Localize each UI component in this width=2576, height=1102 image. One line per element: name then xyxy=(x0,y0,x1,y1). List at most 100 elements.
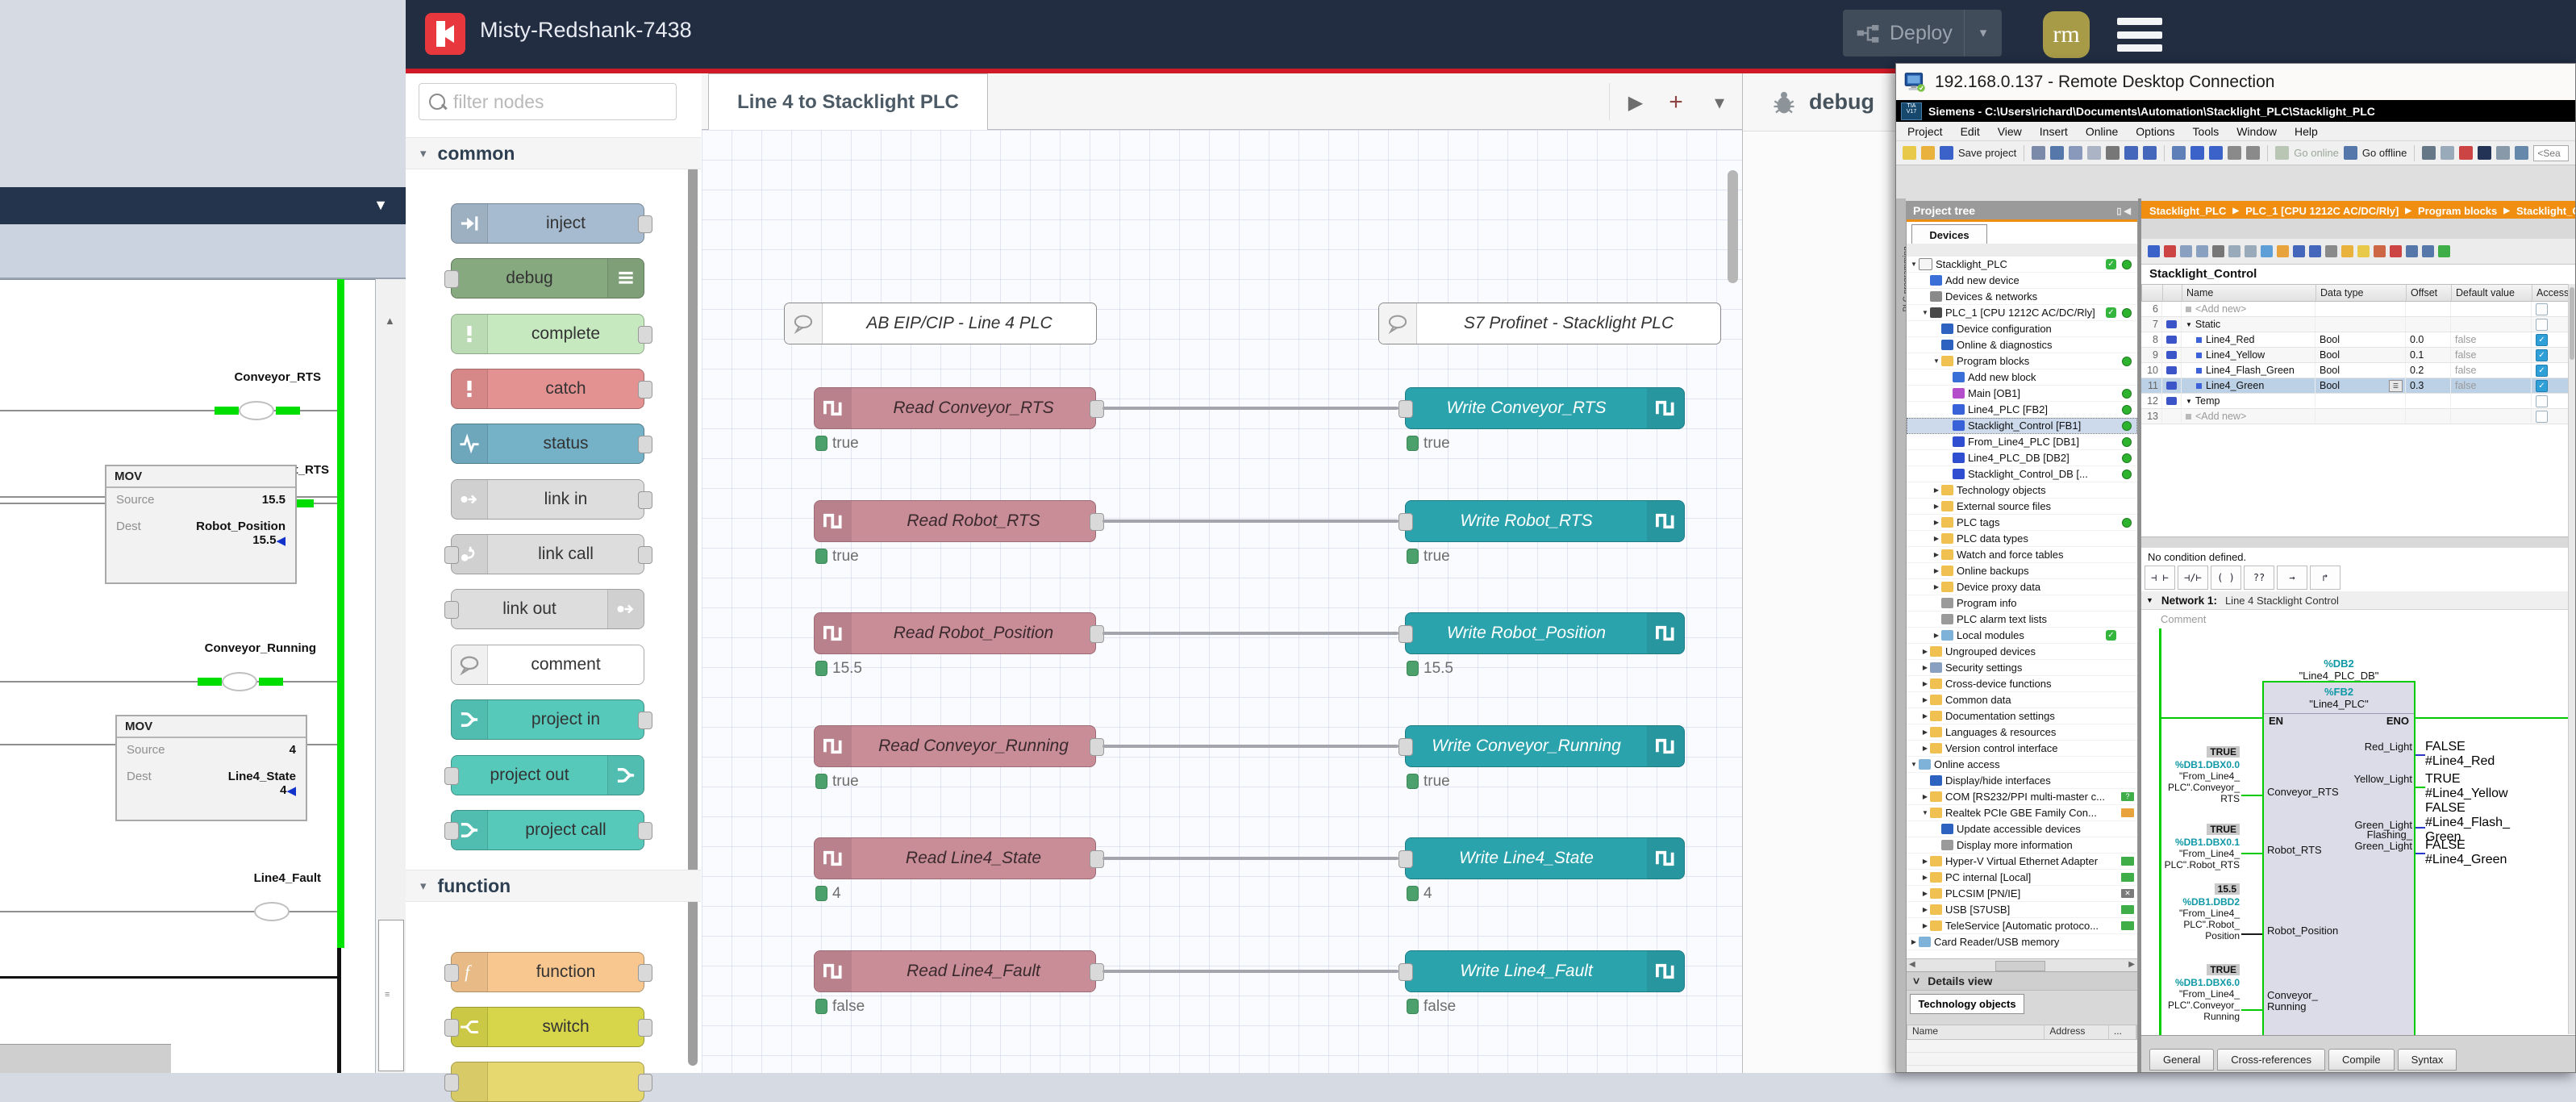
chevron-right-icon[interactable]: ▶ xyxy=(1921,745,1929,752)
tag-name-cell[interactable]: Line4_Yellow xyxy=(2182,348,2315,362)
download-icon[interactable] xyxy=(2190,146,2204,160)
tree-item-usb-s7usb-[interactable]: ▶USB [S7USB] xyxy=(1907,902,2137,918)
node-input-port[interactable] xyxy=(444,1019,459,1037)
ladder-canvas[interactable]: Conveyor_RTSRobot_RTSMOVSource15.5DestRo… xyxy=(0,279,406,1073)
bottom-tab-compile[interactable]: Compile xyxy=(2328,1049,2395,1071)
chevron-down-icon[interactable]: ▼ xyxy=(2186,398,2192,405)
node-input-port[interactable] xyxy=(1398,513,1413,531)
tree-item-plc-1-cpu-1212c-ac-dc-rly-[interactable]: ▼PLC_1 [CPU 1212C AC/DC/Rly]✓ xyxy=(1907,305,2137,321)
ladder-button-5[interactable]: ↱ xyxy=(2310,566,2340,590)
add-tag-icon[interactable] xyxy=(2148,245,2160,257)
node-output-port[interactable] xyxy=(638,326,652,344)
column-header-accessible-f-[interactable]: Accessible f... xyxy=(2532,285,2570,301)
table-row-10[interactable]: 10Line4_Flash_GreenBool0.2false✓ xyxy=(2141,363,2569,378)
snapshot-icon[interactable] xyxy=(2293,245,2305,257)
node-output-port[interactable] xyxy=(638,822,652,840)
print-icon[interactable] xyxy=(2032,146,2045,160)
flow-node-write[interactable]: Write Line4_State xyxy=(1405,837,1685,879)
chevron-down-icon[interactable]: ▼ xyxy=(1932,357,1940,365)
tree-item-documentation-settings[interactable]: ▶Documentation settings xyxy=(1907,708,2137,724)
network-header[interactable]: ▼ Network 1: Line 4 Stacklight Control xyxy=(2141,591,2575,610)
table-row-9[interactable]: 9Line4_YellowBool0.1false✓ xyxy=(2141,348,2569,363)
palette-filter-input[interactable]: filter nodes xyxy=(419,83,677,120)
flow-node-write[interactable]: Write Conveyor_Running xyxy=(1405,725,1685,767)
tree-item-security-settings[interactable]: ▶Security settings xyxy=(1907,660,2137,676)
column-header-name[interactable]: Name xyxy=(2182,285,2316,301)
flow-node-read[interactable]: Read Line4_Fault xyxy=(814,950,1096,992)
open-project-icon[interactable] xyxy=(1921,146,1935,160)
accessible-checkbox[interactable] xyxy=(2536,303,2548,315)
tag-name-cell[interactable]: Line4_Red xyxy=(2182,332,2315,347)
tree-item-line4-plc-fb2-[interactable]: Line4_PLC [FB2] xyxy=(1907,402,2137,418)
data-type-cell[interactable]: Bool xyxy=(2315,348,2406,362)
chevron-right-icon[interactable]: ▶ xyxy=(1932,583,1940,591)
scrollbar-thumb[interactable] xyxy=(1995,961,2045,971)
tag-name-cell[interactable]: ▼Static xyxy=(2182,317,2315,332)
node-output-port[interactable] xyxy=(638,436,652,453)
redo-icon[interactable] xyxy=(2143,146,2157,160)
chevron-down-icon[interactable]: ▼ xyxy=(1910,761,1918,768)
node-input-port[interactable] xyxy=(444,767,459,785)
tree-item-online-diagnostics[interactable]: Online & diagnostics xyxy=(1907,337,2137,353)
node-output-port[interactable] xyxy=(638,491,652,509)
tree-item-program-info[interactable]: Program info xyxy=(1907,595,2137,612)
data-type-cell[interactable] xyxy=(2315,409,2406,424)
chevron-right-icon[interactable]: ▶ xyxy=(1921,906,1929,913)
editor-vertical-scrollbar[interactable] xyxy=(2568,284,2575,1034)
tree-item-cross-device-functions[interactable]: ▶Cross-device functions xyxy=(1907,676,2137,692)
flow-node-read[interactable]: Read Robot_Position xyxy=(814,612,1096,654)
palette-node-switch[interactable]: switch xyxy=(451,1007,644,1047)
palette-node-project-out[interactable]: project out xyxy=(451,755,644,795)
save-project-label[interactable]: Save project xyxy=(1958,147,2016,159)
palette-node-comment[interactable]: comment xyxy=(451,645,644,685)
menu-help[interactable]: Help xyxy=(2295,125,2318,138)
accessible-checkbox[interactable] xyxy=(2536,411,2548,423)
collapse-all-icon[interactable] xyxy=(2245,245,2257,257)
tree-item-line4-plc-db-db2-[interactable]: Line4_PLC_DB [DB2] xyxy=(1907,450,2137,466)
tree-item-from-line4-plc-db1-[interactable]: From_Line4_PLC [DB1] xyxy=(1907,434,2137,450)
expand-all-icon[interactable] xyxy=(2228,245,2240,257)
tree-item-online-backups[interactable]: ▶Online backups xyxy=(1907,563,2137,579)
upload-icon[interactable] xyxy=(2422,245,2434,257)
palette-node-link-call[interactable]: link call xyxy=(451,534,644,574)
chevron-right-icon[interactable]: ▶ xyxy=(1932,632,1940,639)
load-snapshot-icon[interactable] xyxy=(2309,245,2321,257)
tree-item-main-ob1-[interactable]: Main [OB1] xyxy=(1907,386,2137,402)
breadcrumb-item[interactable]: Stacklight_PLC xyxy=(2149,205,2226,217)
go-online-icon[interactable] xyxy=(2275,146,2289,160)
paste-icon[interactable] xyxy=(2087,146,2101,160)
delete-tag-icon[interactable] xyxy=(2164,245,2176,257)
table-row-6[interactable]: 6<Add new> xyxy=(2141,302,2569,317)
tree-item-program-blocks[interactable]: ▼Program blocks xyxy=(1907,353,2137,369)
keep-values-icon[interactable] xyxy=(2212,245,2224,257)
tree-item-stacklight-control-fb1-[interactable]: Stacklight_Control [FB1] xyxy=(1907,418,2137,434)
chevron-right-icon[interactable]: ▶ xyxy=(1910,938,1918,945)
cut-icon[interactable] xyxy=(2050,146,2064,160)
chevron-right-icon[interactable]: ▶ xyxy=(1921,664,1929,671)
output-coil-icon[interactable] xyxy=(222,672,257,691)
tree-item-add-new-device[interactable]: Add new device xyxy=(1907,273,2137,289)
palette-node-catch[interactable]: catch xyxy=(451,369,644,409)
deploy-button[interactable]: Deploy xyxy=(1843,10,1964,56)
details-tab-technology-objects[interactable]: Technology objects xyxy=(1910,994,2024,1014)
tag-name-cell[interactable]: Line4_Green xyxy=(2182,378,2315,393)
tree-item-device-proxy-data[interactable]: ▶Device proxy data xyxy=(1907,579,2137,595)
tree-item-stacklight-control-db-[interactable]: Stacklight_Control_DB [... xyxy=(1907,466,2137,482)
delete-icon[interactable] xyxy=(2106,146,2120,160)
ladder-button-0[interactable]: ⊣ ⊢ xyxy=(2145,566,2175,590)
data-type-cell[interactable] xyxy=(2315,394,2406,408)
type-picker-button[interactable]: ☰ xyxy=(2389,380,2403,392)
palette-node-link-in[interactable]: link in xyxy=(451,479,644,520)
deploy-options-button[interactable]: ▾ xyxy=(1964,10,2002,56)
start-sim-icon[interactable] xyxy=(2441,146,2454,160)
chevron-right-icon[interactable]: ▶ xyxy=(1921,728,1929,736)
tree-horizontal-scrollbar[interactable]: ◀ ▶ xyxy=(1907,958,2137,972)
stop-cpu-icon[interactable] xyxy=(2246,146,2260,160)
accessible-cell[interactable]: ✓ xyxy=(2532,332,2569,347)
load-icon[interactable] xyxy=(2406,245,2418,257)
flow-node-write[interactable]: Write Conveyor_RTS xyxy=(1405,387,1685,429)
chevron-right-icon[interactable]: ▶ xyxy=(1932,519,1940,526)
node-output-port[interactable] xyxy=(638,381,652,399)
accessible-cell[interactable] xyxy=(2532,302,2569,316)
menu-insert[interactable]: Insert xyxy=(2040,125,2068,138)
